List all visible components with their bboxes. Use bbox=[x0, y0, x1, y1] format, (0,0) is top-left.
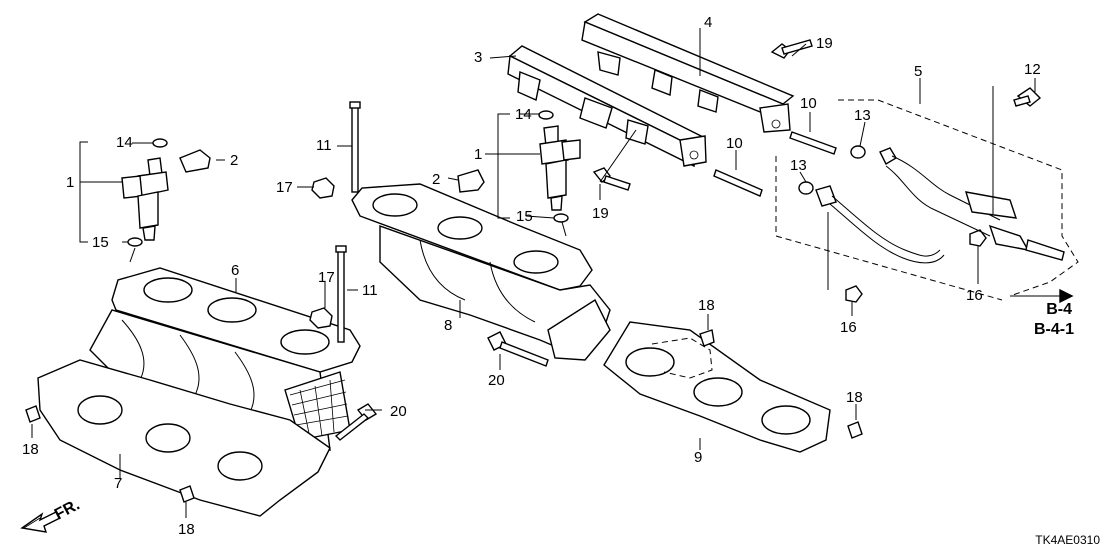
label-20-left: 20 bbox=[390, 403, 407, 420]
label-16-right: 16 bbox=[966, 287, 983, 304]
label-12: 12 bbox=[1024, 61, 1041, 78]
fuel-pipe bbox=[815, 147, 1065, 264]
nut-16-right bbox=[969, 229, 987, 247]
label-13-upper: 13 bbox=[854, 107, 871, 124]
label-14-left: 14 bbox=[116, 134, 133, 151]
bolt-19-lower bbox=[592, 167, 631, 191]
label-7: 7 bbox=[114, 475, 122, 492]
cap-18-b bbox=[179, 485, 195, 503]
o-ring-14-center bbox=[538, 110, 554, 120]
label-1-center: 1 bbox=[474, 146, 482, 163]
cap-18-a bbox=[25, 405, 41, 423]
part-labels: 4 3 5 14 1 15 14 1 15 2 2 17 17 11 11 6 … bbox=[22, 14, 1041, 538]
label-17-lower: 17 bbox=[318, 269, 335, 286]
fuel-rail-upper bbox=[581, 13, 795, 133]
label-17-upper: 17 bbox=[276, 179, 293, 196]
o-ring-15-center bbox=[553, 213, 569, 223]
clip-center bbox=[457, 169, 485, 193]
label-4: 4 bbox=[704, 14, 712, 31]
label-13-lower: 13 bbox=[790, 157, 807, 174]
washer-13-lower bbox=[798, 181, 814, 195]
label-18-d: 18 bbox=[846, 389, 863, 406]
stud-10-upper bbox=[789, 131, 837, 155]
fuel-rail-lower bbox=[507, 45, 707, 168]
label-19-lower: 19 bbox=[592, 205, 609, 222]
label-15-left: 15 bbox=[92, 234, 109, 251]
o-ring-15-left bbox=[127, 237, 143, 247]
bolt-20-center bbox=[487, 331, 549, 367]
label-20-center: 20 bbox=[488, 372, 505, 389]
stud-10-lower bbox=[713, 169, 763, 197]
cap-18-c bbox=[699, 329, 715, 347]
bolt-19-upper bbox=[770, 39, 813, 59]
label-5: 5 bbox=[914, 63, 922, 80]
nut-17-upper bbox=[311, 177, 335, 199]
gasket-right bbox=[603, 321, 831, 453]
label-18-a: 18 bbox=[22, 441, 39, 458]
label-8: 8 bbox=[444, 317, 452, 334]
washer-13-upper bbox=[850, 145, 866, 159]
diagram-code: TK4AE0310 bbox=[1035, 533, 1100, 547]
bolt-12 bbox=[1013, 87, 1042, 107]
label-11-lower: 11 bbox=[362, 282, 378, 299]
front-direction-arrow bbox=[20, 511, 62, 533]
ref-b4: B-4 bbox=[1046, 301, 1072, 318]
fuel-injector-center bbox=[539, 125, 581, 211]
cap-18-d bbox=[847, 421, 863, 439]
assembly-boundary-5 bbox=[838, 99, 1079, 297]
label-11-upper: 11 bbox=[316, 137, 332, 154]
label-19-upper: 19 bbox=[816, 35, 833, 52]
stud-11-upper bbox=[349, 101, 361, 193]
clip-left bbox=[179, 149, 211, 173]
gasket-left bbox=[37, 359, 331, 517]
intake-manifold-upper bbox=[351, 183, 611, 361]
label-6: 6 bbox=[231, 262, 239, 279]
fuel-injector-left bbox=[121, 157, 169, 241]
label-10-lower: 10 bbox=[726, 135, 743, 152]
label-18-b: 18 bbox=[178, 521, 195, 538]
label-15-center: 15 bbox=[516, 208, 533, 225]
label-16-left: 16 bbox=[840, 319, 857, 336]
bolt-20-left bbox=[334, 403, 378, 441]
label-14-center: 14 bbox=[515, 106, 532, 123]
label-9: 9 bbox=[694, 449, 702, 466]
assembly-boundary-5-left bbox=[775, 156, 1003, 301]
reference-arrow bbox=[1010, 288, 1074, 304]
nut-16-left bbox=[845, 285, 863, 303]
label-2-left: 2 bbox=[230, 152, 238, 169]
stud-11-lower bbox=[335, 245, 347, 343]
label-18-c: 18 bbox=[698, 297, 715, 314]
nut-17-lower bbox=[309, 307, 333, 329]
o-ring-14-left bbox=[152, 138, 168, 148]
ref-b4-1: B-4-1 bbox=[1034, 321, 1074, 338]
label-3: 3 bbox=[474, 49, 482, 66]
label-2-center: 2 bbox=[432, 171, 440, 188]
leader-lines bbox=[31, 28, 1036, 518]
label-10-upper: 10 bbox=[800, 95, 817, 112]
label-1-left: 1 bbox=[66, 174, 74, 191]
